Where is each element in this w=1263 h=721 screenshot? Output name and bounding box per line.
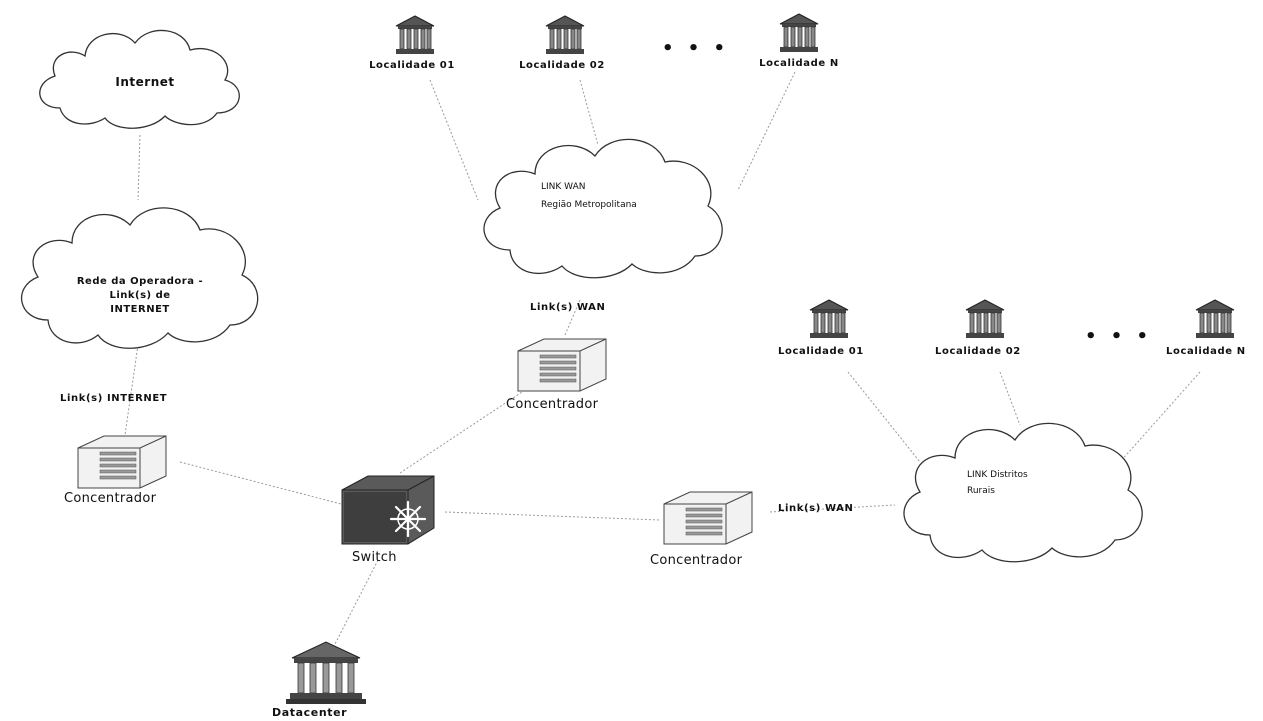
rural-ellipsis: • • • <box>1085 326 1153 347</box>
metro-cloud-line1: LINK WAN <box>541 182 586 192</box>
line-operator-concentrador <box>124 344 139 436</box>
metro-localidade-01-label: Localidade 01 <box>369 60 455 71</box>
building-icon <box>1195 299 1235 338</box>
rural-localidade-01-label: Localidade 01 <box>778 346 864 357</box>
metro-cloud-icon <box>483 138 723 279</box>
operator-cloud-line1: Rede da Operadora - <box>76 276 204 287</box>
switch-icon <box>341 475 435 545</box>
datacenter-icon <box>286 641 366 704</box>
line-rural-locN <box>1119 371 1201 463</box>
building-icon <box>965 299 1005 338</box>
metro-localidade-n-label: Localidade N <box>759 58 839 69</box>
concentrador-icon <box>77 435 167 489</box>
metro-ellipsis: • • • <box>662 38 730 59</box>
rural-link-wan-label: Link(s) WAN <box>778 503 854 514</box>
rural-localidade-n-label: Localidade N <box>1166 346 1246 357</box>
line-metro-locN <box>737 71 796 191</box>
line-metro-loc2 <box>579 79 599 146</box>
operator-cloud-line2: Link(s) de <box>109 290 171 301</box>
building-icon <box>779 13 819 52</box>
metro-localidade-02-label: Localidade 02 <box>519 60 605 71</box>
rural-localidade-02-label: Localidade 02 <box>935 346 1021 357</box>
line-switch-concentrador-rural <box>444 511 661 521</box>
line-concentrador-rural-cloud <box>769 504 896 513</box>
rural-cloud-icon <box>903 422 1143 563</box>
building-icon <box>809 299 849 338</box>
line-switch-datacenter <box>332 559 379 649</box>
internet-cloud-icon <box>39 29 240 129</box>
concentrador-icon <box>663 491 753 545</box>
switch-label: Switch <box>352 550 397 565</box>
metro-cloud-line2: Região Metropolitana <box>541 200 637 210</box>
metro-link-wan-label: Link(s) WAN <box>530 302 606 313</box>
line-switch-concentrador-metro <box>399 389 526 474</box>
operator-cloud-label: Rede da Operadora - Link(s) de INTERNET <box>40 275 240 317</box>
rural-cloud-line2: Rurais <box>967 486 995 496</box>
line-internet-operator <box>137 134 141 201</box>
concentrador-icon <box>517 338 607 392</box>
line-metro-loc1 <box>429 79 479 201</box>
datacenter-label: Datacenter <box>272 706 348 719</box>
rural-cloud-line1: LINK Distritos <box>967 470 1028 480</box>
metro-concentrador-label: Concentrador <box>506 397 599 412</box>
building-icon <box>395 15 435 54</box>
internet-cloud-label: Internet <box>115 75 175 89</box>
operator-cloud-line3: INTERNET <box>110 304 170 315</box>
left-concentrador-label: Concentrador <box>64 491 157 506</box>
line-rural-loc2 <box>999 371 1021 426</box>
operator-cloud-icon <box>20 207 259 349</box>
line-rural-loc1 <box>847 371 921 463</box>
link-internet-label: Link(s) INTERNET <box>60 393 168 404</box>
rural-concentrador-label: Concentrador <box>650 553 743 568</box>
line-concentrador-switch <box>179 461 346 506</box>
building-icon <box>545 15 585 54</box>
